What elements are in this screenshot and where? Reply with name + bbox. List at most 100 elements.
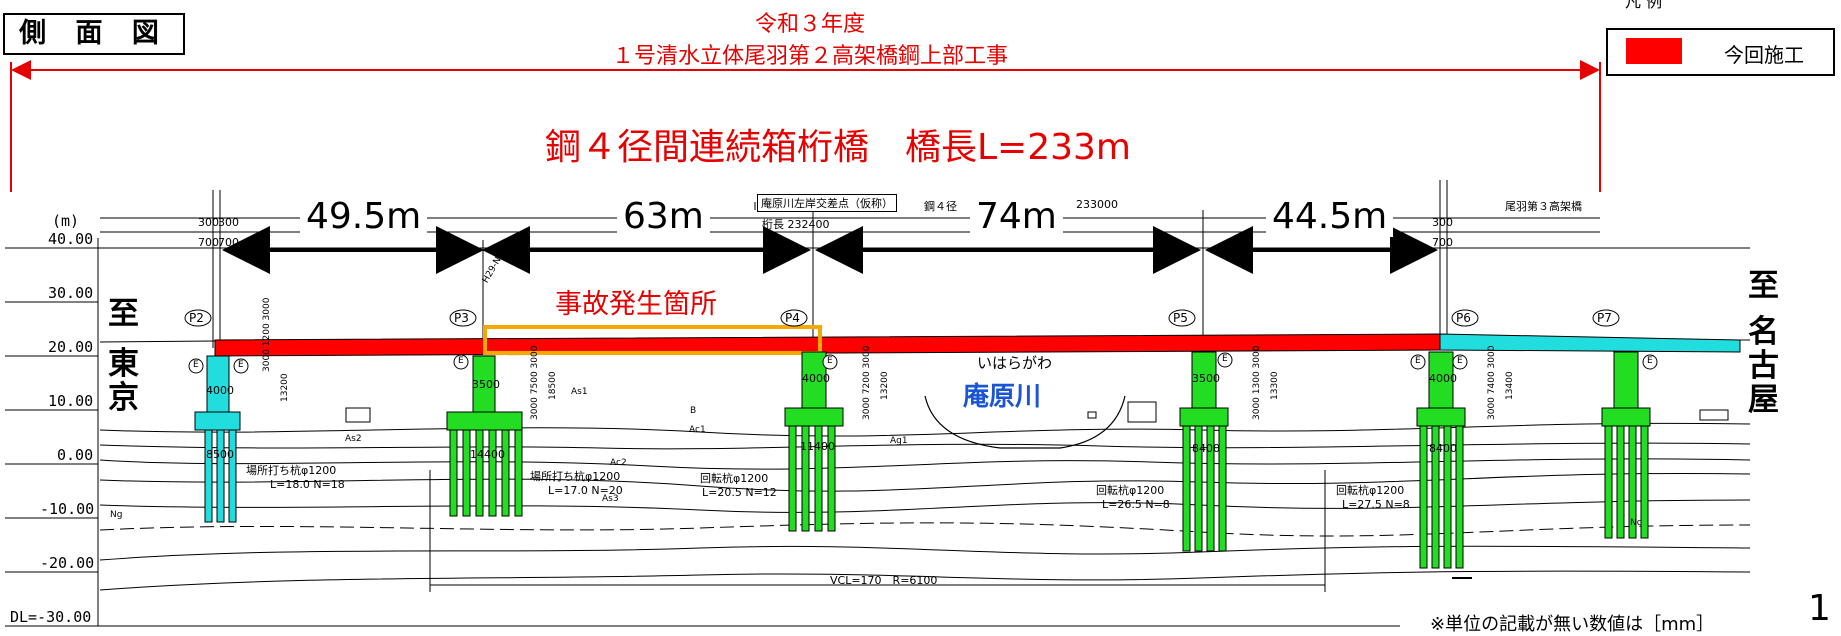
legend: 今回施工 <box>1606 28 1835 76</box>
e-marker-2: E <box>238 360 244 370</box>
elevation-label-30: 30.00 <box>48 284 94 302</box>
unit-note: ※単位の記載が無い数値は［mm］ <box>1430 614 1715 635</box>
legend-title: 凡 例 <box>1625 0 1663 11</box>
pier-width-p2: 4000 <box>206 384 234 397</box>
dim-left-top-b: 300 <box>218 216 239 229</box>
direction-left-to: 至 <box>108 296 139 332</box>
direction-right-char-1: 名 <box>1748 314 1779 350</box>
vcl-label: VCL=170 R=6100 <box>830 574 938 587</box>
span-length-2: 63m <box>617 196 710 237</box>
span-length-1: 49.5m <box>300 196 428 237</box>
soil-label-as2: As2 <box>345 434 362 444</box>
drawing-title-box: 側 面 図 <box>3 13 185 55</box>
footing-width-p6: 8400 <box>1429 442 1457 455</box>
pier-tag-p7: P7 <box>1597 311 1612 325</box>
girder <box>99 333 1750 357</box>
span-length-3: 74m <box>970 196 1063 237</box>
accident-location-box <box>483 325 822 355</box>
dim-right-bottom: 700 <box>1432 236 1453 249</box>
elevation-label-0: 0.00 <box>57 446 94 464</box>
pier-p6 <box>1416 351 1466 569</box>
elevation-label-minus20: -20.00 <box>40 554 95 572</box>
footing-width-p2: 8500 <box>206 448 234 461</box>
soil-label-ac1: Ac1 <box>689 425 706 435</box>
pier-height-p6-total: 13400 <box>1505 371 1515 400</box>
pile-type-p5: 回転杭φ1200 <box>1096 484 1165 497</box>
pier-height-p3-parts: 3000 7500 3000 <box>530 345 540 420</box>
pier-width-p6: 4000 <box>1429 372 1457 385</box>
soil-label-b: B <box>690 406 697 416</box>
pier-width-p5: 3500 <box>1192 372 1220 385</box>
pier-tag-p4: P4 <box>785 311 800 325</box>
e-marker-7: E <box>1457 356 1463 366</box>
elevation-unit: (m) <box>52 212 80 230</box>
pier-tag-ellipses <box>184 309 1620 327</box>
pier-p5 <box>1179 351 1229 552</box>
pile-spec-p5: L=26.5 N=8 <box>1102 498 1170 511</box>
pier-height-p5-total: 13300 <box>1270 371 1280 400</box>
soil-label-nc: Nc <box>1630 518 1642 528</box>
e-marker-6: E <box>1415 356 1421 366</box>
span-length-4: 44.5m <box>1266 196 1394 237</box>
pile-type-p3: 場所打ち杭φ1200 <box>530 470 621 483</box>
pier-p7 <box>1601 351 1651 539</box>
legend-label: 今回施工 <box>1724 43 1804 67</box>
page-number: 1 <box>1808 588 1831 629</box>
pier-height-p4-total: 13200 <box>880 371 890 400</box>
pier-tag-p3: P3 <box>454 311 469 325</box>
next-bridge-label: 尾羽第３高架橋 <box>1505 200 1582 213</box>
intersection-label: 庵原川左岸交差点（仮称） <box>757 194 897 212</box>
elevation-label-40: 40.00 <box>48 230 94 248</box>
pier-height-p2-total: 13200 <box>280 373 290 402</box>
small-structures <box>345 401 1729 423</box>
dim-left-bottom-a: 700 <box>198 236 219 249</box>
accident-label: 事故発生箇所 <box>555 289 717 320</box>
pile-spec-p3: L=17.0 N=20 <box>548 484 623 497</box>
total-length-arrow <box>10 60 1601 192</box>
river-reading: いはらがわ <box>977 354 1053 372</box>
soil-label-ag1: Ag1 <box>890 436 908 446</box>
elevation-label-dl: DL=-30.00 <box>10 608 92 626</box>
project-year: 令和３年度 <box>754 12 865 37</box>
bridge-title: 鋼４径間連続箱桁橋 橋長L=233m <box>545 127 1132 168</box>
soil-label-as3: As3 <box>602 494 619 504</box>
direction-right-char-2: 古 <box>1748 348 1779 384</box>
pile-type-p2: 場所打ち杭φ1200 <box>246 464 337 477</box>
elevation-label-10: 10.00 <box>48 392 94 410</box>
legend-swatch <box>1626 38 1682 64</box>
e-marker-3: E <box>458 356 464 366</box>
pile-type-p4: 回転杭φ1200 <box>700 472 769 485</box>
pier-p2 <box>194 355 241 523</box>
pier-height-p6-parts: 3000 7400 3000 <box>1487 345 1497 420</box>
e-marker-4: E <box>827 356 833 366</box>
direction-right-char-3: 屋 <box>1748 382 1779 418</box>
direction-right-to: 至 <box>1748 268 1779 304</box>
elevation-label-20: 20.00 <box>48 338 94 356</box>
project-name: １号清水立体尾羽第２高架橋鋼上部工事 <box>611 44 1008 69</box>
dim-right-top: 300 <box>1432 216 1453 229</box>
girder-length-label: 桁長 232400 <box>762 218 830 231</box>
soil-layers <box>99 395 1751 592</box>
footing-width-p3: 14400 <box>470 448 505 461</box>
pier-height-p2-parts: 3000 1200 3000 <box>262 297 272 372</box>
elevation-label-minus10: -10.00 <box>40 500 95 518</box>
pile-type-p6: 回転杭φ1200 <box>1336 484 1405 497</box>
pile-spec-p4: L=20.5 N=12 <box>702 486 777 499</box>
e-marker-1: E <box>193 360 199 370</box>
pier-tag-p6: P6 <box>1456 311 1471 325</box>
direction-left-char-1: 東 <box>108 346 139 382</box>
pier-height-p3-total: 18500 <box>548 371 558 400</box>
direction-left-char-2: 京 <box>108 380 139 416</box>
dim-left-bottom-b: 700 <box>218 236 239 249</box>
pier-p4 <box>784 351 844 532</box>
pier-height-p4-parts: 3000 7200 3000 <box>862 345 872 420</box>
soil-label-as1: As1 <box>571 387 588 397</box>
footing-width-p4: 11400 <box>800 440 835 453</box>
soil-label-ng: Ng <box>110 510 123 520</box>
e-marker-8: E <box>1647 356 1653 366</box>
e-marker-5: E <box>1222 354 1228 364</box>
dim-left-top-a: 300 <box>198 216 219 229</box>
footing-width-p5: 8400 <box>1192 442 1220 455</box>
pier-tag-p2: P2 <box>189 311 204 325</box>
